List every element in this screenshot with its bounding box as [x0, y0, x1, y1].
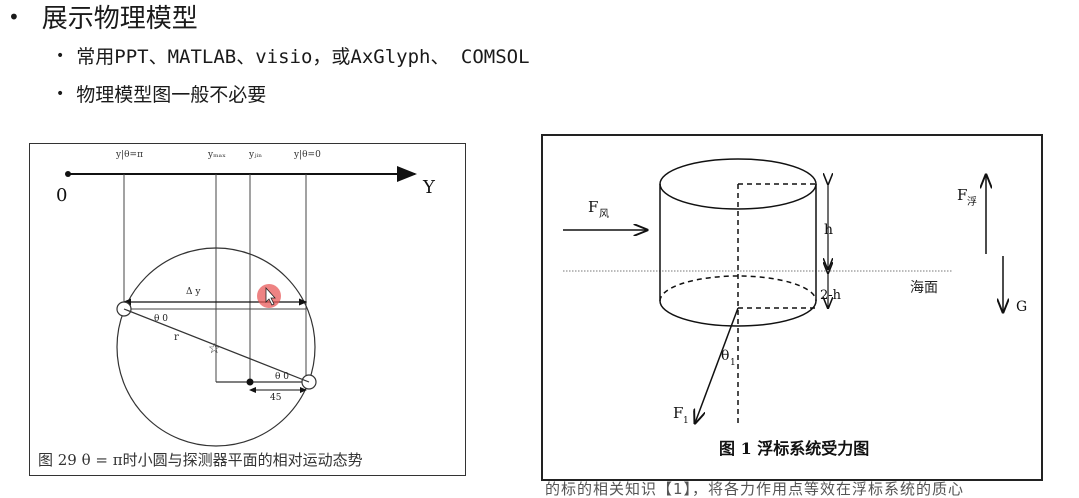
bullet-dot: •: [8, 4, 20, 29]
right-figure-caption: 图 1 浮标系统受力图: [719, 439, 869, 458]
cutoff-text: 的标的相关知识【1】，将各力作用点等效在浮标系统的质心: [545, 480, 965, 498]
left-figure-caption: 图 29 θ = π时小圆与探测器平面的相对运动态势: [38, 451, 363, 469]
f1-label: F: [673, 404, 683, 422]
wind-force-label: F: [588, 198, 598, 216]
distance-label: 45: [270, 393, 282, 403]
depth-label: 2-h: [820, 288, 842, 303]
orbit-circle: [116, 247, 316, 447]
buoyancy-sub: 浮: [967, 196, 977, 208]
radius-label: r: [174, 332, 179, 343]
bullet-dot: •: [56, 85, 65, 102]
axis-y-label: Y: [422, 177, 436, 198]
cylinder-bottom-front: [659, 300, 817, 327]
detector-dot: [246, 378, 254, 386]
sub-bullet-1: • 常用PPT、MATLAB、visio，或AxGlyph、 COMSOL: [56, 42, 530, 69]
cylinder-bottom-back: [659, 275, 817, 302]
f1-sub: 1: [683, 416, 689, 426]
sea-level-label: 海面: [910, 280, 938, 296]
label-y-theta-pi: y|θ=π: [115, 150, 143, 160]
gravity-label: G: [1016, 299, 1027, 315]
f1-arrow: [695, 307, 739, 423]
right-figure-svg: F 风 海面 h 2-h θ 1 F 1 F 浮 G 图 1 浮标系统受: [563, 158, 1027, 458]
delta-y-label: Δ y: [186, 287, 201, 297]
theta-sub: 1: [730, 358, 736, 368]
theta-label: θ: [721, 348, 729, 364]
mouse-cursor-icon: [265, 286, 276, 306]
main-bullet: • 展示物理模型: [8, 0, 198, 35]
theta-left-label: θ 0: [154, 314, 168, 324]
bullet-dot: •: [56, 47, 65, 64]
theta-right-label: θ 0: [275, 372, 289, 382]
sub-bullet-text: 常用PPT、MATLAB、visio，或AxGlyph、 COMSOL: [76, 46, 530, 68]
left-figure: y|θ=π yₘₐₓ yⱼᵢₙ y|θ=0 0 Y Δ y θ 0 r ☆ θ: [29, 143, 466, 476]
buoyancy-label: F: [957, 186, 967, 204]
radius-line: [123, 308, 310, 383]
origin-label: 0: [56, 185, 67, 206]
left-figure-svg: y|θ=π yₘₐₓ yⱼᵢₙ y|θ=0 0 Y Δ y θ 0 r ☆ θ: [38, 150, 436, 469]
label-y-jin: yⱼᵢₙ: [248, 150, 262, 160]
right-figure: F 风 海面 h 2-h θ 1 F 1 F 浮 G 图 1 浮标系统受: [541, 134, 1043, 481]
main-bullet-text: 展示物理模型: [41, 4, 198, 34]
sub-bullet-2: • 物理模型图一般不必要: [56, 80, 266, 107]
label-y-theta-0: y|θ=0: [293, 150, 321, 160]
height-label: h: [824, 222, 833, 238]
center-star-icon: ☆: [208, 341, 221, 357]
wind-force-sub: 风: [599, 208, 609, 220]
sub-bullet-text: 物理模型图一般不必要: [76, 84, 267, 106]
label-y-max: yₘₐₓ: [207, 150, 226, 160]
